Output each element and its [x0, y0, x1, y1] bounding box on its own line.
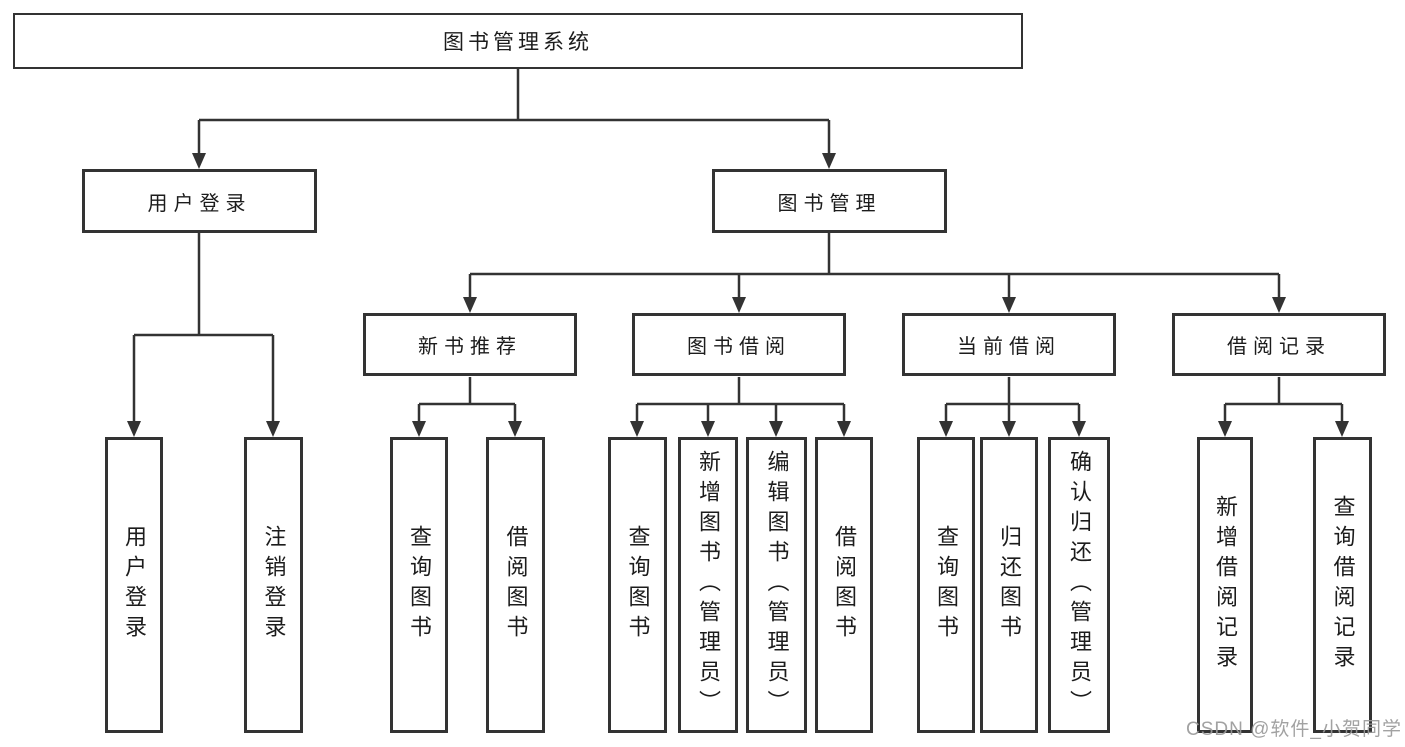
- node-book-borrowing: 图书借阅: [632, 313, 846, 376]
- node-book-management: 图书管理: [712, 169, 947, 233]
- leaf-add-books-admin-label: 新增图书（管理员）: [696, 450, 721, 720]
- leaf-query-borrow-record: 查询借阅记录: [1313, 437, 1372, 733]
- leaf-borrow-borrow-books-label: 借阅图书: [832, 525, 857, 645]
- leaf-user-login-label: 用户登录: [122, 525, 147, 645]
- node-root-system: 图书管理系统: [13, 13, 1023, 69]
- connector-bookmgmt-to-level3: [468, 233, 1281, 298]
- node-current-borrowing-label: 当前借阅: [957, 336, 1061, 358]
- leaf-query-borrow-record-label: 查询借阅记录: [1330, 495, 1356, 675]
- node-current-borrowing: 当前借阅: [902, 313, 1116, 376]
- connector-currentborrow-to-leaves: [944, 377, 1081, 422]
- node-root-system-label: 图书管理系统: [443, 31, 593, 54]
- leaf-borrow-query-books: 查询图书: [608, 437, 667, 733]
- csdn-watermark: CSDN @软件_小贺同学: [1186, 719, 1402, 740]
- connector-bookborrow-to-leaves: [635, 377, 846, 422]
- node-new-book-recommendation-label: 新书推荐: [418, 336, 522, 358]
- connector-newbooks-to-leaves: [417, 377, 517, 422]
- leaf-user-login: 用户登录: [105, 437, 163, 733]
- connector-records-to-leaves: [1223, 377, 1344, 422]
- node-borrow-records-label: 借阅记录: [1227, 336, 1331, 358]
- leaf-edit-books-admin-label: 编辑图书（管理员）: [764, 450, 790, 720]
- leaf-return-books: 归还图书: [980, 437, 1038, 733]
- leaf-add-borrow-record: 新增借阅记录: [1197, 437, 1253, 733]
- leaf-logout: 注销登录: [244, 437, 303, 733]
- leaf-add-books-admin: 新增图书（管理员）: [678, 437, 738, 733]
- leaf-newbooks-query-books: 查询图书: [390, 437, 448, 733]
- node-new-book-recommendation: 新书推荐: [363, 313, 577, 376]
- node-borrow-records: 借阅记录: [1172, 313, 1386, 376]
- node-user-login-branch-label: 用户登录: [147, 192, 252, 215]
- connector-userlogin-to-leaves: [132, 233, 275, 422]
- connector-root-to-level2: [197, 69, 831, 153]
- leaf-borrow-borrow-books: 借阅图书: [815, 437, 873, 733]
- leaf-borrow-query-books-label: 查询图书: [625, 525, 651, 645]
- node-book-borrowing-label: 图书借阅: [687, 336, 791, 358]
- node-user-login-branch: 用户登录: [82, 169, 317, 233]
- leaf-return-books-label: 归还图书: [997, 525, 1022, 645]
- leaf-confirm-return-admin: 确认归还（管理员）: [1048, 437, 1110, 733]
- leaf-current-query-books: 查询图书: [917, 437, 975, 733]
- leaf-edit-books-admin: 编辑图书（管理员）: [746, 437, 807, 733]
- leaf-newbooks-borrow-books-label: 借阅图书: [503, 525, 529, 645]
- leaf-add-borrow-record-label: 新增借阅记录: [1213, 495, 1238, 675]
- leaf-current-query-books-label: 查询图书: [934, 525, 959, 645]
- leaf-logout-label: 注销登录: [261, 525, 287, 645]
- leaf-newbooks-borrow-books: 借阅图书: [486, 437, 545, 733]
- leaf-newbooks-query-books-label: 查询图书: [407, 525, 432, 645]
- node-book-management-label: 图书管理: [777, 192, 882, 215]
- leaf-confirm-return-admin-label: 确认归还（管理员）: [1067, 450, 1092, 720]
